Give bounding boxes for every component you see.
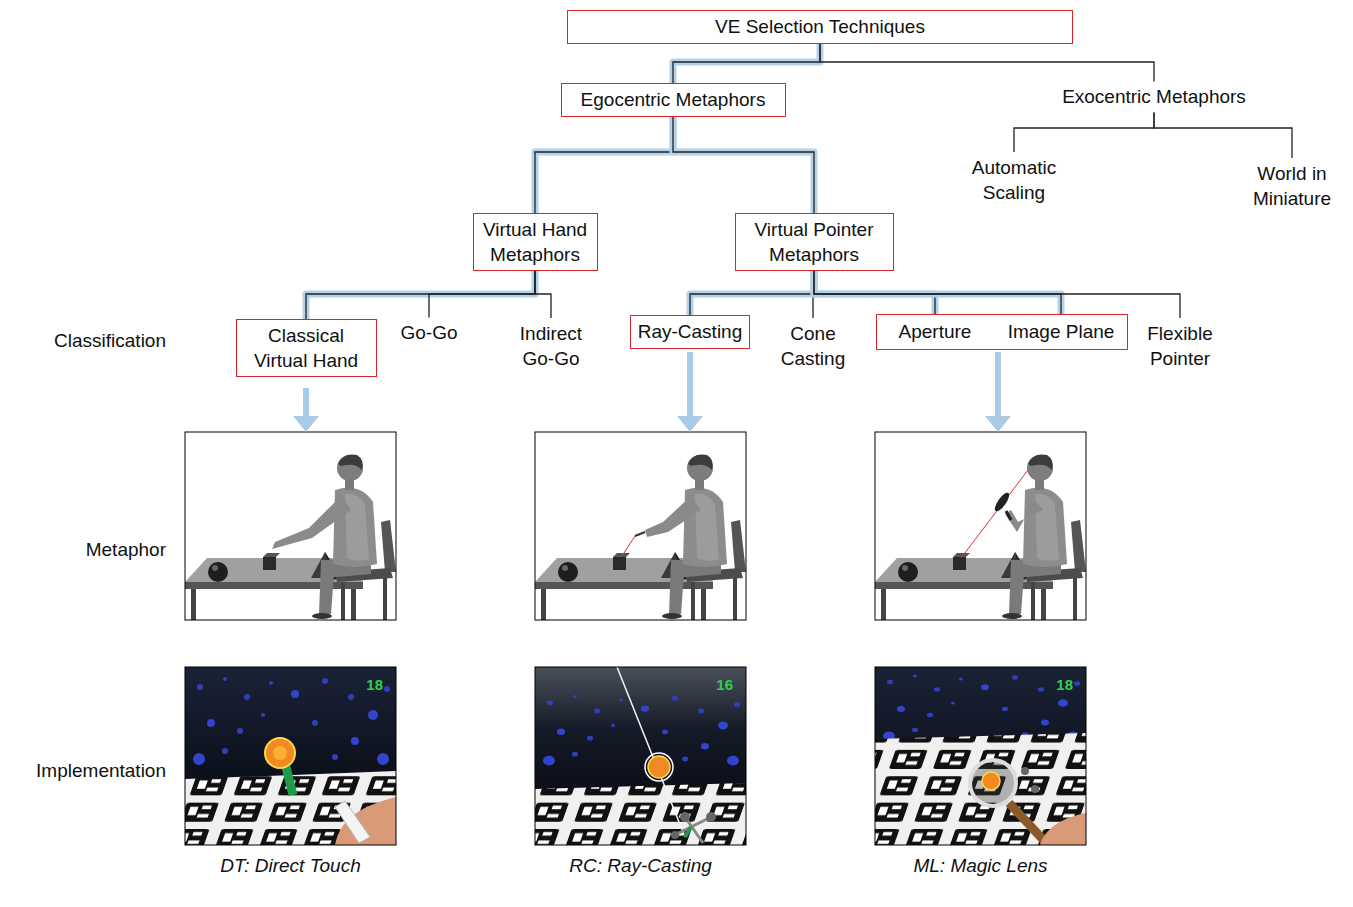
node-text: Egocentric Metaphors xyxy=(581,87,766,112)
technique-box: Ray-Casting xyxy=(630,315,750,348)
connector-line xyxy=(814,271,1061,315)
technique-label: Flexible Pointer xyxy=(1137,321,1223,371)
selection-arrows xyxy=(293,352,1011,432)
category-box: Virtual Hand Metaphors xyxy=(473,213,598,271)
root-box: VE Selection Techniques xyxy=(567,10,1073,43)
highlight-path xyxy=(673,44,820,84)
tree-connector xyxy=(690,271,814,315)
row-label: Metaphor xyxy=(8,538,166,563)
tree-connector xyxy=(820,44,1154,82)
node-text: Virtual Pointer Metaphors xyxy=(742,217,887,267)
node-text: VE Selection Techniques xyxy=(715,14,925,39)
technique-label: Cone Casting xyxy=(770,321,856,371)
connector-line xyxy=(535,271,551,318)
connector-line xyxy=(1014,113,1154,152)
highlight-path xyxy=(690,271,814,315)
panel-caption: DT: Direct Touch xyxy=(220,853,360,878)
screenshot-panel: 16RC: Ray-Casting xyxy=(535,667,746,845)
score-number: 16 xyxy=(716,676,733,694)
tree-connector xyxy=(306,271,535,319)
category-box: Egocentric Metaphors xyxy=(561,83,786,116)
node-text: Aperture xyxy=(899,319,972,344)
technique-label: World in Miniature xyxy=(1246,161,1338,211)
category-label: Exocentric Metaphors xyxy=(1060,84,1248,109)
screenshot-panel: 18ML: Magic Lens xyxy=(875,667,1086,845)
connector-line xyxy=(673,44,820,84)
connector-line xyxy=(673,117,814,213)
node-text: Classical Virtual Hand xyxy=(243,323,370,373)
score-number: 18 xyxy=(1056,676,1073,694)
node-text: Indirect Go-Go xyxy=(510,321,592,371)
tree-connector xyxy=(814,271,1180,318)
node-text: Ray-Casting xyxy=(638,319,743,344)
screenshot-panel: 18DT: Direct Touch xyxy=(185,667,396,845)
node-text: Automatic Scaling xyxy=(964,155,1064,205)
tree-connector xyxy=(1154,113,1292,158)
highlight-path xyxy=(814,271,1061,315)
connector-line xyxy=(814,271,1180,318)
node-text: Virtual Hand Metaphors xyxy=(480,217,591,267)
tree-connector xyxy=(814,271,1061,315)
technique-label: Aperture xyxy=(881,315,989,349)
node-text: Image Plane xyxy=(1008,319,1115,344)
screenshot-ray-casting xyxy=(535,667,746,845)
score-number: 18 xyxy=(366,676,383,694)
node-text: Flexible Pointer xyxy=(1139,321,1221,371)
metaphor-direct-touch xyxy=(185,432,396,620)
metaphor-magic-lens xyxy=(875,432,1086,620)
panel-caption: ML: Magic Lens xyxy=(913,853,1047,878)
connector-line xyxy=(690,271,814,315)
connector-line xyxy=(535,117,673,213)
row-label: Implementation xyxy=(8,759,166,784)
tree-connector xyxy=(673,44,820,84)
connector-line xyxy=(306,271,535,319)
node-text: World in Miniature xyxy=(1248,161,1336,211)
node-text: Cone Casting xyxy=(772,321,854,371)
row-label: Classification xyxy=(8,329,166,354)
tree-connector xyxy=(535,117,673,213)
technique-box: Classical Virtual Hand xyxy=(236,319,377,377)
category-box: Virtual Pointer Metaphors xyxy=(735,213,894,271)
technique-label: Automatic Scaling xyxy=(962,155,1066,205)
connector-line xyxy=(1154,113,1292,158)
technique-label: Indirect Go-Go xyxy=(508,321,594,371)
screenshot-direct-touch xyxy=(185,667,396,845)
node-text: Exocentric Metaphors xyxy=(1062,84,1246,109)
connector-line xyxy=(429,271,535,317)
highlight-path xyxy=(673,117,814,213)
technique-label: Go-Go xyxy=(398,320,459,345)
connector-line xyxy=(820,44,1154,82)
tree-connector xyxy=(535,271,551,318)
screenshot-magic-lens xyxy=(875,667,1086,847)
highlight-path xyxy=(535,117,673,213)
highlight-path xyxy=(306,271,535,319)
node-text: Go-Go xyxy=(400,320,457,345)
tree-connector xyxy=(673,117,814,213)
metaphor-ray-casting xyxy=(535,432,746,620)
tree-connector xyxy=(1014,113,1154,152)
tree-connector xyxy=(429,271,535,317)
technique-label: Image Plane xyxy=(999,315,1123,349)
group-box: Aperture Image Plane xyxy=(876,314,1128,350)
panel-caption: RC: Ray-Casting xyxy=(569,853,712,878)
